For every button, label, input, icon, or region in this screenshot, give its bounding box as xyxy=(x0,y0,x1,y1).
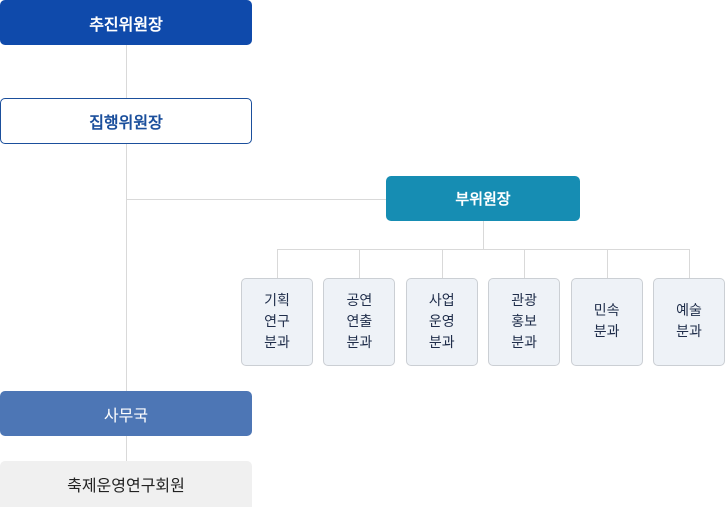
connector-divisions-horizontal xyxy=(277,249,690,250)
division-label-line: 기획 xyxy=(264,292,290,309)
connector-to-vice xyxy=(126,199,386,200)
vice-chairman-label: 부위원장 xyxy=(455,190,511,208)
executive-chairman-box[interactable]: 집행위원장 xyxy=(0,98,252,144)
division-label-line: 연출 xyxy=(346,313,373,330)
connector-division-drop xyxy=(606,249,608,278)
executive-chairman-label: 집행위원장 xyxy=(89,113,163,132)
division-label-line: 홍보 xyxy=(511,313,538,330)
division-label-line: 공연 xyxy=(346,292,373,309)
division-label-line: 민속 xyxy=(593,303,620,319)
vice-chairman-box[interactable]: 부위원장 xyxy=(386,176,580,221)
connector-division-drop xyxy=(689,249,690,278)
secretariat-label: 사무국 xyxy=(103,405,149,425)
connector-division-drop xyxy=(441,249,443,278)
connector-division-drop xyxy=(524,249,526,278)
division-label-line: 연구 xyxy=(264,313,290,330)
division-label-line: 관광 xyxy=(511,292,538,309)
connector-main-vertical xyxy=(126,45,127,461)
connector-division-drop xyxy=(277,249,278,278)
connector-division-drop xyxy=(359,249,361,278)
research-members-box[interactable]: 축제운영연구회원 xyxy=(0,461,252,507)
secretariat-box[interactable]: 사무국 xyxy=(0,391,252,436)
division-label-line: 분과 xyxy=(346,334,373,351)
connector-vice-down xyxy=(483,221,484,249)
chairman-label: 추진위원장 xyxy=(89,14,163,34)
division-label-line: 분과 xyxy=(676,324,702,340)
chairman-box[interactable]: 추진위원장 xyxy=(0,0,252,45)
division-label-line: 사업 xyxy=(428,292,455,309)
division-label-line: 분과 xyxy=(428,334,455,351)
division-label-line: 분과 xyxy=(593,324,620,340)
division-label-line: 분과 xyxy=(511,334,538,351)
division-label-line: 분과 xyxy=(264,334,290,351)
division-label-line: 예술 xyxy=(676,303,702,319)
research-members-label: 축제운영연구회원 xyxy=(67,476,185,495)
division-label-line: 운영 xyxy=(428,313,455,330)
